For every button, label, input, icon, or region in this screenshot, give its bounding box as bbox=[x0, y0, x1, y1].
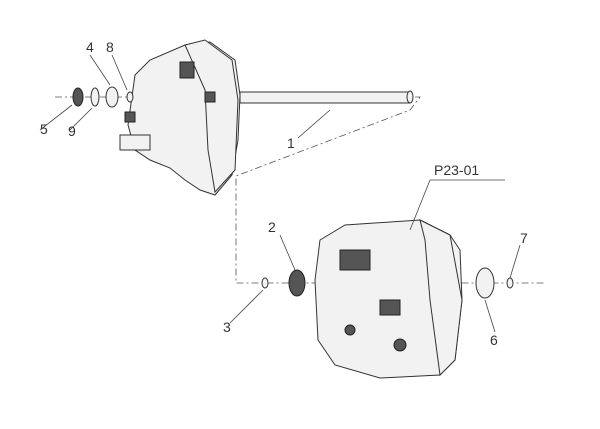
lower-housing bbox=[314, 219, 463, 379]
callout-1: 1 bbox=[287, 135, 295, 151]
callout-7: 7 bbox=[520, 230, 528, 246]
callout-9: 9 bbox=[68, 123, 76, 139]
callout-8: 8 bbox=[106, 39, 114, 55]
callout-4: 4 bbox=[86, 39, 94, 55]
ring-3 bbox=[261, 277, 269, 289]
callout-3: 3 bbox=[223, 319, 231, 335]
washer-8 bbox=[126, 91, 134, 103]
callout-6: 6 bbox=[490, 332, 498, 348]
seal-6 bbox=[475, 267, 495, 299]
ring-9 bbox=[90, 87, 100, 107]
ring-7 bbox=[506, 277, 514, 289]
bearing-4 bbox=[105, 86, 119, 108]
callout-5: 5 bbox=[40, 121, 48, 137]
shaft-1 bbox=[239, 90, 414, 104]
callout-2: 2 bbox=[268, 219, 276, 235]
callout-p23-01: P23-01 bbox=[434, 162, 479, 178]
upper-housing bbox=[119, 39, 241, 196]
bearing-2 bbox=[288, 269, 306, 297]
seal-5 bbox=[72, 87, 84, 107]
